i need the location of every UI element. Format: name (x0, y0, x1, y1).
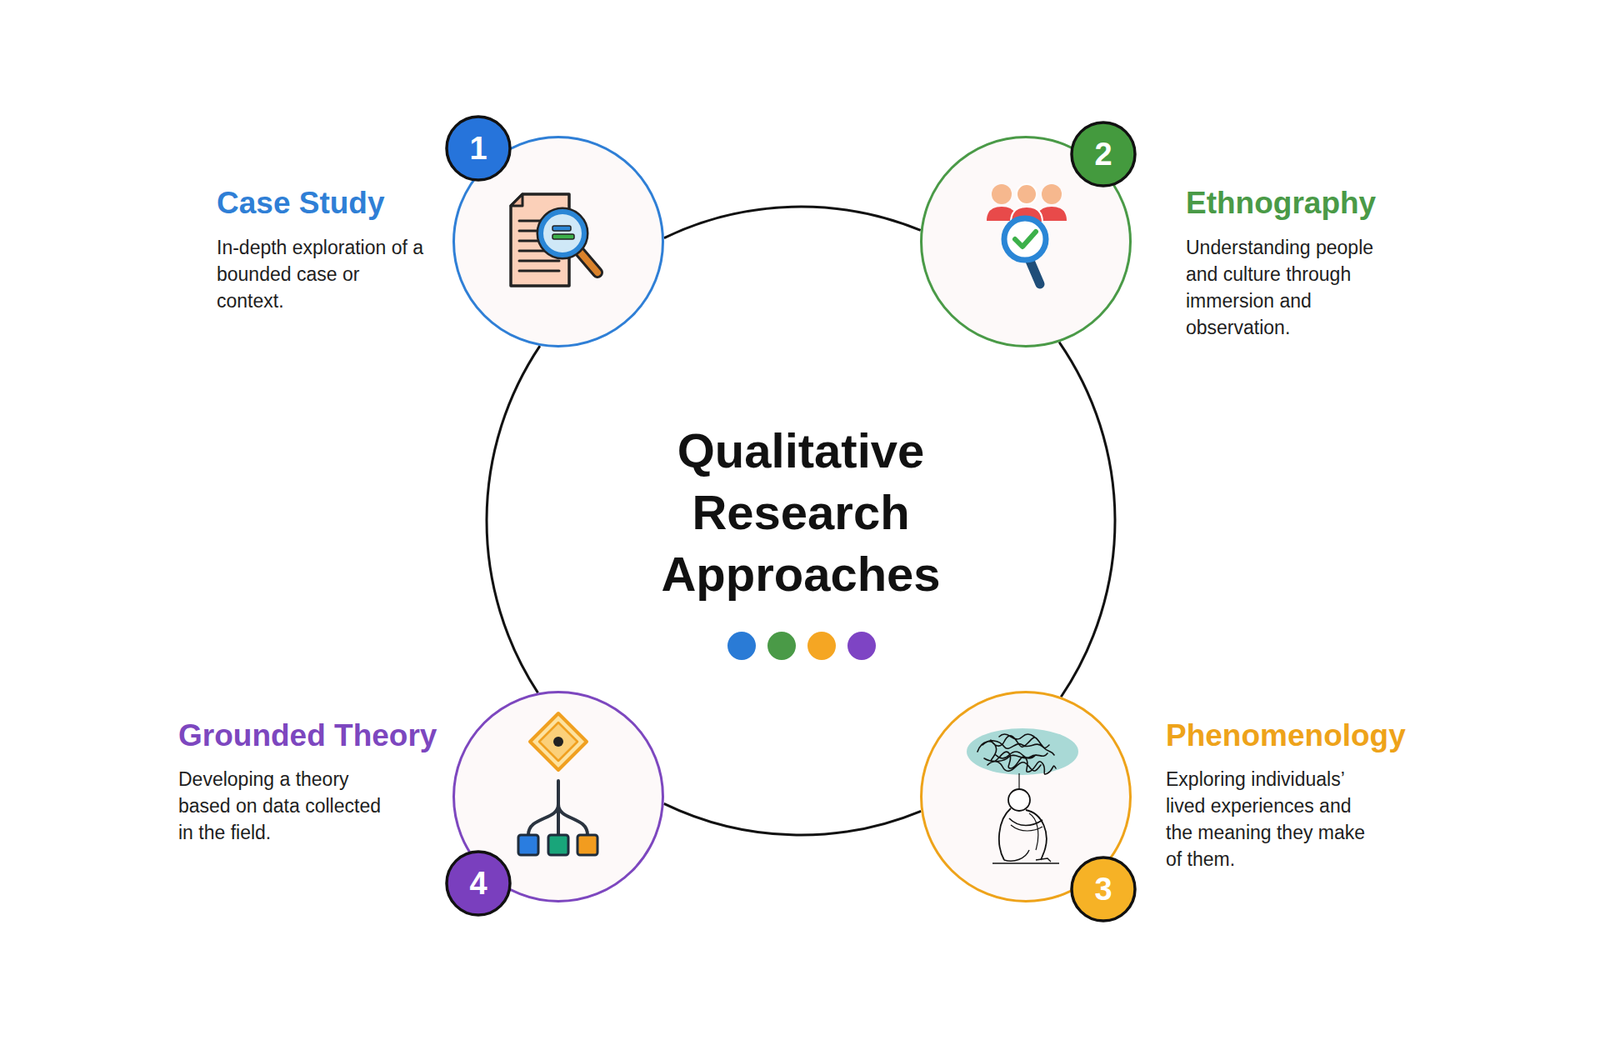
approach-heading: Grounded Theory (178, 717, 437, 755)
callout-number: 1 (445, 130, 512, 167)
approach-description: Developing a theory based on data collec… (178, 765, 383, 846)
color-dots (716, 629, 884, 663)
callout-number: 2 (1070, 135, 1137, 173)
ring-connector (486, 345, 540, 693)
approach-heading: Phenomenology (1165, 717, 1406, 755)
ring-connector (664, 206, 921, 239)
ring-connector (664, 803, 921, 835)
document-icon (504, 187, 613, 296)
people-search-icon (971, 179, 1080, 300)
thinking-person-icon (959, 716, 1093, 875)
approach-description: In-depth exploration of a bounded case o… (216, 234, 425, 315)
approach-heading: Ethnography (1185, 185, 1376, 222)
callout-number: 3 (1070, 870, 1137, 908)
approach-heading: Case Study (216, 185, 385, 222)
callout-number: 4 (445, 865, 512, 902)
ring-connector (1059, 342, 1115, 698)
approach-description: Exploring individuals’ lived experiences… (1165, 765, 1379, 873)
diagram-title: Qualitative Research Approaches (575, 420, 1026, 605)
tree-icon (500, 704, 617, 867)
approach-description: Understanding people and culture through… (1185, 234, 1405, 341)
